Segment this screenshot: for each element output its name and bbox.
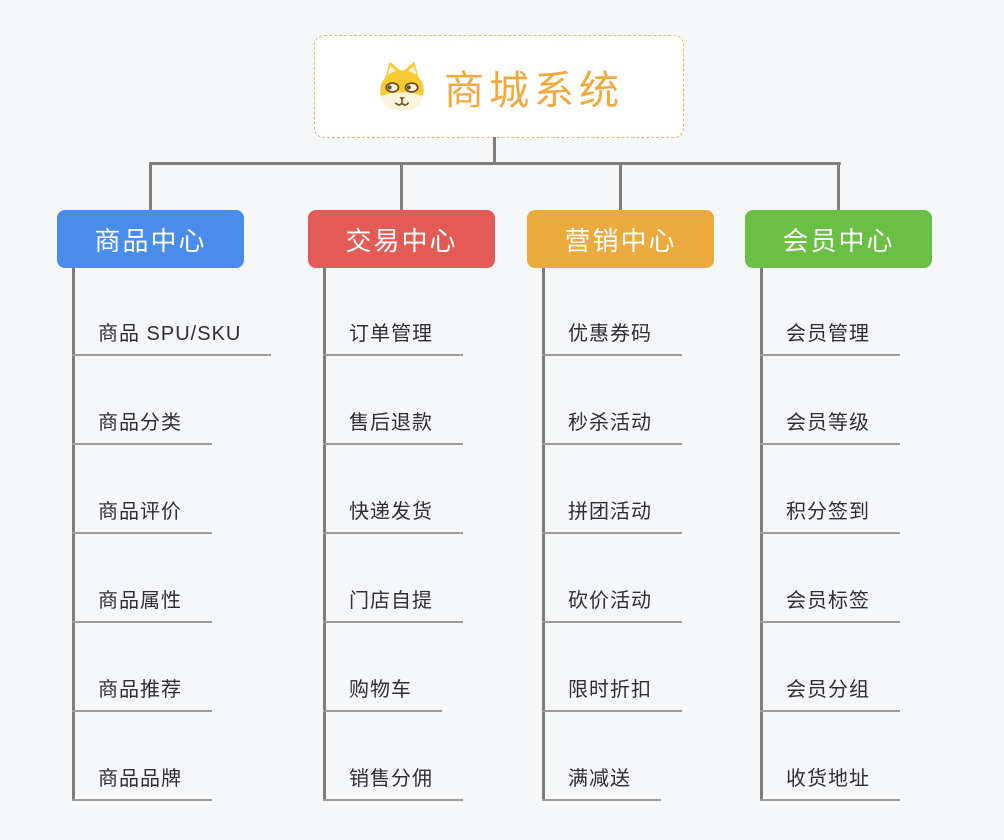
leaf-node-trade-center-5[interactable]: 购物车 <box>323 677 442 712</box>
connector-drop-product-center <box>149 163 152 210</box>
branch-header-trade-center[interactable]: 交易中心 <box>308 210 495 268</box>
leaf-node-product-center-5[interactable]: 商品推荐 <box>72 677 212 712</box>
root-node[interactable]: 商城系统 <box>314 35 684 138</box>
leaf-node-member-center-4[interactable]: 会员标签 <box>760 588 900 623</box>
leaf-node-member-center-2[interactable]: 会员等级 <box>760 410 900 445</box>
branch-header-marketing-center[interactable]: 营销中心 <box>527 210 714 268</box>
branch-header-product-center[interactable]: 商品中心 <box>57 210 244 268</box>
leaf-node-trade-center-6[interactable]: 销售分佣 <box>323 766 463 801</box>
connector-spine-trade-center <box>323 268 326 801</box>
leaf-node-trade-center-4[interactable]: 门店自提 <box>323 588 463 623</box>
leaf-node-trade-center-1[interactable]: 订单管理 <box>323 321 463 356</box>
connector-root-drop <box>493 137 496 164</box>
leaf-node-marketing-center-2[interactable]: 秒杀活动 <box>542 410 682 445</box>
connector-drop-member-center <box>837 163 840 210</box>
leaf-node-product-center-1[interactable]: 商品 SPU/SKU <box>72 321 272 356</box>
leaf-node-marketing-center-4[interactable]: 砍价活动 <box>542 588 682 623</box>
leaf-node-marketing-center-1[interactable]: 优惠券码 <box>542 321 682 356</box>
branch-header-member-center[interactable]: 会员中心 <box>745 210 932 268</box>
leaf-node-trade-center-3[interactable]: 快递发货 <box>323 499 463 534</box>
leaf-node-member-center-6[interactable]: 收货地址 <box>760 766 900 801</box>
leaf-node-product-center-3[interactable]: 商品评价 <box>72 499 212 534</box>
leaf-node-member-center-5[interactable]: 会员分组 <box>760 677 900 712</box>
leaf-node-product-center-4[interactable]: 商品属性 <box>72 588 212 623</box>
leaf-node-product-center-2[interactable]: 商品分类 <box>72 410 212 445</box>
connector-spine-marketing-center <box>542 268 545 801</box>
connector-spine-member-center <box>760 268 763 801</box>
connector-horizontal <box>149 162 841 165</box>
leaf-node-product-center-6[interactable]: 商品品牌 <box>72 766 212 801</box>
leaf-node-member-center-1[interactable]: 会员管理 <box>760 321 900 356</box>
leaf-node-marketing-center-5[interactable]: 限时折扣 <box>542 677 682 712</box>
connector-drop-marketing-center <box>619 163 622 210</box>
connector-spine-product-center <box>72 268 75 801</box>
connector-drop-trade-center <box>400 163 403 210</box>
leaf-node-trade-center-2[interactable]: 售后退款 <box>323 410 463 445</box>
leaf-node-member-center-3[interactable]: 积分签到 <box>760 499 900 534</box>
shiba-dog-icon <box>380 61 424 111</box>
leaf-node-marketing-center-6[interactable]: 满减送 <box>542 766 661 801</box>
leaf-node-marketing-center-3[interactable]: 拼团活动 <box>542 499 682 534</box>
root-label: 商城系统 <box>444 68 624 113</box>
